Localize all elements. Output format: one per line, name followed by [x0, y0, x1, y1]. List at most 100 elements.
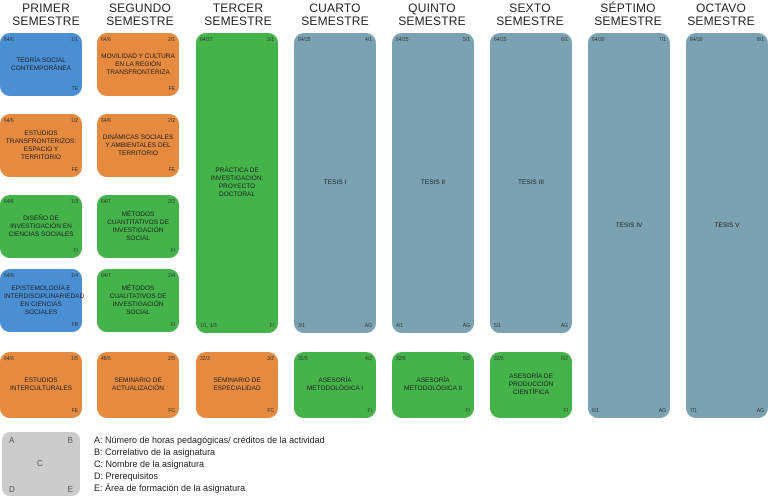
semester-header-4: CUARTO SEMESTRE: [289, 2, 381, 28]
course-code: 8/1: [757, 37, 764, 43]
semester-header-7: SÉPTIMO SEMESTRE: [582, 2, 674, 28]
course-code: 6/1: [561, 37, 568, 43]
course-name: TESIS III: [517, 179, 544, 186]
semester-header-line: SEGUNDO: [108, 1, 172, 15]
course-hours-credits: 64/7: [101, 273, 111, 279]
course-area: FB: [71, 322, 78, 328]
course-prerequisites: 5/1: [494, 323, 501, 329]
legend-line: A: Número de horas pedagógicas/ créditos…: [94, 435, 325, 445]
course-name: PRÁCTICA DE INVESTIGACIÓN: PROYECTO DOCT…: [210, 167, 264, 198]
semester-header-line: SEXTO: [509, 1, 551, 15]
course-hours-credits: 32/5: [298, 356, 308, 362]
legend-line: E: Área de formación de la asignatura: [94, 483, 246, 493]
course-code: 5/2: [463, 356, 470, 362]
legend-key-c: C: [37, 459, 43, 468]
course-name: TESIS II: [420, 179, 446, 186]
course-code: 2/4: [168, 273, 175, 279]
course-card: 64/6 1/5 ESTUDIOS INTERCULTURALES FE: [0, 352, 82, 418]
course-name: ASESORÍA METODOLÓGICA I: [306, 377, 364, 392]
course-card: 64/7 2/4 MÉTODOS CUALITATIVOS DE INVESTI…: [97, 269, 179, 332]
course-area: FC: [267, 408, 274, 414]
course-code: 1/3: [71, 199, 78, 205]
semester-header-line: SEMESTRE: [301, 14, 369, 28]
course-hours-credits: 64/25: [396, 37, 409, 43]
semester-header-line: SÉPTIMO: [600, 1, 656, 15]
course-code: 4/1: [365, 37, 372, 43]
course-card: 32/5 4/2 ASESORÍA METODOLÓGICA I FI: [294, 352, 376, 418]
legend-key-a: A: [9, 436, 15, 445]
course-code: 7/1: [659, 37, 666, 43]
course-hours-credits: 64/7: [101, 199, 111, 205]
course-name: SEMINARIO DE ESPECIALIDAD: [213, 377, 261, 392]
course-area: AG: [560, 323, 568, 329]
course-name: TEORÍA SOCIAL CONTEMPORÁNEA: [11, 56, 71, 72]
semester-header-8: OCTAVO SEMESTRE: [675, 2, 767, 28]
course-card: 64/25 5/1 TESIS II 4/1 AG: [392, 33, 474, 333]
course-code: 1/4: [71, 273, 78, 279]
course-name: ESTUDIOS TRANSFRONTERIZOS: ESPACIO Y TER…: [5, 129, 77, 161]
semester-header-line: SEMESTRE: [687, 14, 755, 28]
course-hours-credits: 64/25: [494, 37, 507, 43]
course-card: 32/3 3/2 SEMINARIO DE ESPECIALIDAD FC: [196, 352, 278, 418]
legend-key-box: A B C D E: [2, 432, 80, 496]
course-card: 64/6 2/2 DINÁMICAS SOCIALES Y AMBIENTALE…: [97, 114, 179, 177]
course-prerequisites: 6/1: [592, 408, 599, 414]
course-card: 64/6 1/4 EPISTEMOLOGÍA E INTERDISCIPLINA…: [0, 269, 84, 332]
course-name: TESIS V: [714, 221, 740, 229]
course-hours-credits: 64/6: [4, 118, 14, 124]
course-area: FE: [71, 408, 78, 414]
course-code: 2/2: [168, 118, 175, 124]
course-code: 2/1: [168, 37, 175, 43]
course-code: 1/5: [71, 356, 78, 362]
semester-header-line: TERCER: [212, 1, 264, 15]
course-name: TESIS IV: [615, 221, 643, 229]
course-hours-credits: 32/3: [200, 356, 210, 362]
course-code: 4/2: [365, 356, 372, 362]
course-hours-credits: 64/6: [4, 37, 14, 43]
course-card: 64/6 1/3 DISEÑO DE INVESTIGACIÓN EN CIEN…: [0, 195, 82, 258]
course-code: 2/5: [168, 356, 175, 362]
course-name: TESIS I: [323, 179, 347, 186]
course-hours-credits: 64/6: [4, 199, 14, 205]
course-area: FI: [170, 248, 175, 254]
course-area: AG: [462, 323, 470, 329]
course-card: 64/27 3/1 PRÁCTICA DE INVESTIGACIÓN: PRO…: [196, 33, 278, 333]
semester-header-line: SEMESTRE: [204, 14, 272, 28]
legend-key-b: B: [67, 436, 73, 445]
course-area: AG: [756, 408, 764, 414]
course-area: AG: [364, 323, 372, 329]
semester-header-line: OCTAVO: [695, 1, 747, 15]
course-prerequisites: 1/1, 1/3: [200, 323, 217, 329]
course-card: 64/30 7/1 TESIS IV 6/1 AG: [588, 33, 670, 418]
course-prerequisites: 7/1: [690, 408, 697, 414]
course-card: 64/7 2/3 MÉTODOS CUANTITATIVOS DE INVEST…: [97, 195, 179, 258]
course-hours-credits: 32/5: [494, 356, 504, 362]
course-area: FE: [168, 86, 175, 92]
course-hours-credits: 64/30: [592, 37, 605, 43]
course-name: DINÁMICAS SOCIALES Y AMBIENTALES DEL TER…: [102, 133, 174, 157]
course-area: FI: [170, 322, 175, 328]
semester-header-line: CUARTO: [309, 1, 361, 15]
semester-header-line: SEMESTRE: [594, 14, 662, 28]
course-code: 2/3: [168, 199, 175, 205]
course-area: FI: [465, 408, 470, 414]
course-name: ASESORÍA METODOLÓGICA II: [403, 377, 463, 392]
course-name: SEMINARIO DE ACTUALIZACIÓN: [111, 377, 164, 392]
course-code: 3/1: [267, 37, 274, 43]
course-hours-credits: 64/30: [690, 37, 703, 43]
semester-header-line: PRIMER: [22, 1, 70, 15]
course-area: FI: [73, 248, 78, 254]
semester-header-line: SEMESTRE: [496, 14, 564, 28]
course-area: FI: [269, 323, 274, 329]
course-name: MOVILIDAD Y CULTURA EN LA REGIÓN TRANSFR…: [101, 52, 175, 76]
course-name: ASESORÍA DE PRODUCCIÓN CIENTÍFICA: [508, 373, 554, 396]
course-name: ESTUDIOS INTERCULTURALES: [9, 377, 72, 392]
course-name: MÉTODOS CUANTITATIVOS DE INVESTIGACIÓN S…: [107, 210, 169, 242]
course-area: FE: [168, 167, 175, 173]
course-hours-credits: 64/25: [298, 37, 311, 43]
semester-header-6: SEXTO SEMESTRE: [484, 2, 576, 28]
semester-header-line: SEMESTRE: [12, 14, 80, 28]
legend-line: C: Nombre de la asignatura: [94, 459, 205, 469]
course-prerequisites: 4/1: [396, 323, 403, 329]
course-code: 5/1: [463, 37, 470, 43]
